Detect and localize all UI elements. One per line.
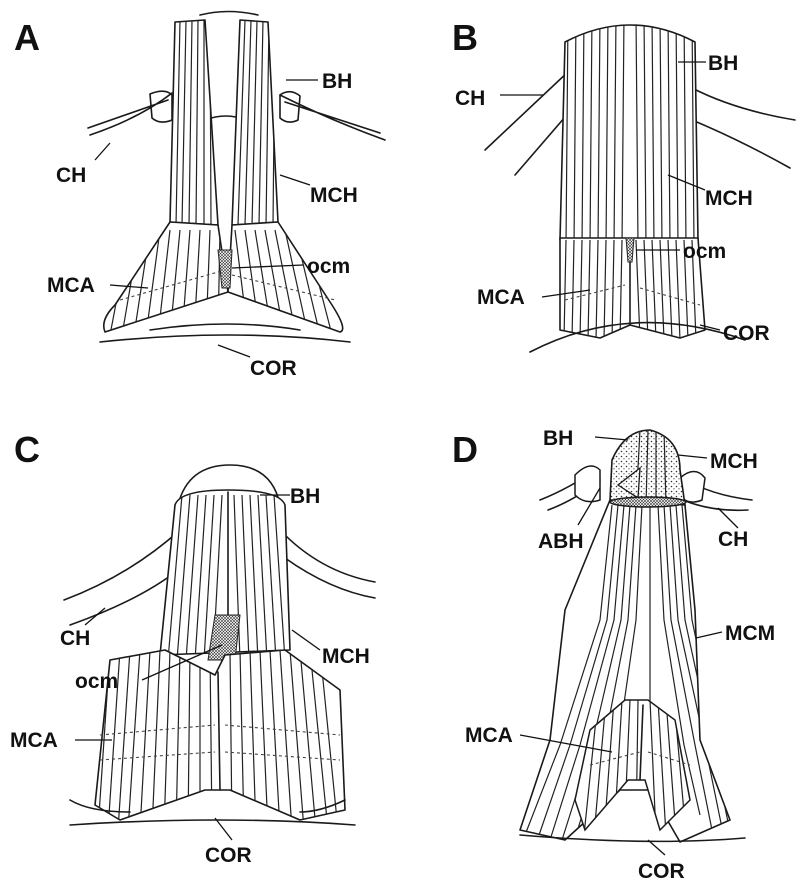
label-mch: MCH	[322, 645, 370, 668]
panel-d: D BH MCH ABH CH M	[452, 427, 775, 883]
label-bh: BH	[322, 70, 352, 93]
label-cor: COR	[205, 844, 252, 867]
ceratohyal-right	[692, 88, 795, 168]
coracoid-line	[70, 820, 355, 825]
label-bh: BH	[290, 485, 320, 508]
label-ch: CH	[718, 528, 748, 551]
ocm-region	[626, 238, 634, 262]
label-cor: COR	[723, 322, 770, 345]
label-mca: MCA	[10, 729, 58, 752]
label-mca: MCA	[465, 724, 513, 747]
label-cor: COR	[638, 860, 685, 883]
label-bh: BH	[708, 52, 738, 75]
label-mca: MCA	[47, 274, 95, 297]
label-mch: MCH	[310, 184, 358, 207]
hyoid-knob-left	[575, 466, 600, 502]
coracoid-arc	[150, 324, 300, 330]
panel-c: C BH CH MCH ocm MCA COR	[10, 429, 375, 867]
label-abh: ABH	[538, 530, 584, 553]
label-mcm: MCM	[725, 622, 775, 645]
basihyal-outline	[200, 12, 258, 16]
label-ch: CH	[455, 87, 485, 110]
label-ch: CH	[60, 627, 90, 650]
ceratohyal-left	[88, 93, 172, 135]
label-cor: COR	[250, 357, 297, 380]
label-bh: BH	[543, 427, 573, 450]
panel-letter-c: C	[14, 429, 40, 470]
label-ocm: ocm	[75, 670, 118, 693]
mcm-cut-section	[610, 497, 686, 507]
coracoid-line	[100, 335, 350, 342]
label-ocm: ocm	[307, 255, 350, 278]
panel-letter-a: A	[14, 17, 40, 58]
ceratohyal-right	[280, 95, 385, 140]
panel-letter-b: B	[452, 17, 478, 58]
label-mch: MCH	[705, 187, 753, 210]
panel-letter-d: D	[452, 429, 478, 470]
label-ch: CH	[56, 164, 86, 187]
ceratohyal-left	[64, 530, 180, 625]
ceratohyal-right	[280, 530, 375, 598]
label-ocm: ocm	[683, 240, 726, 263]
panel-a: A BH	[14, 12, 385, 381]
panel-b: B BH CH MCH ocm MCA COR	[452, 15, 795, 352]
label-mca: MCA	[477, 286, 525, 309]
label-mch: MCH	[710, 450, 758, 473]
